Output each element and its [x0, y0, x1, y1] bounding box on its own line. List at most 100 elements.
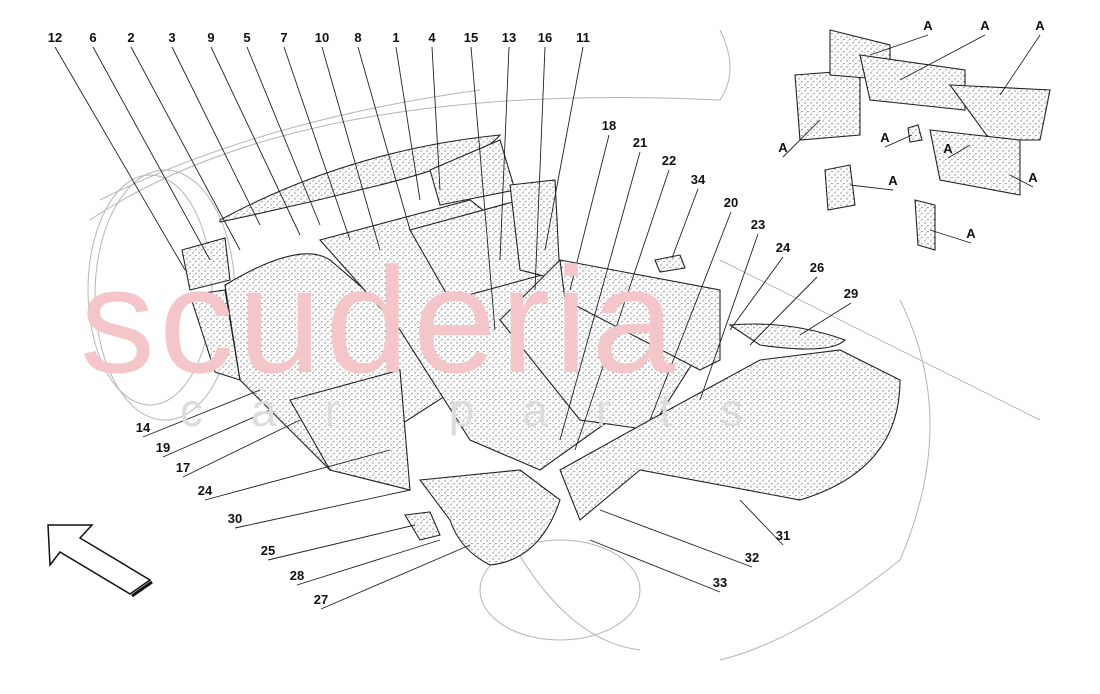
part-callout: 33 [713, 575, 727, 590]
part-leader-line [321, 46, 381, 251]
part-leader-line [210, 46, 301, 236]
part-callout: 21 [633, 135, 647, 150]
part-callout: 13 [502, 30, 516, 45]
part-callout: 29 [844, 286, 858, 301]
detail-a-callout: A [923, 18, 933, 33]
part-29 [728, 323, 847, 350]
part-callout: 8 [354, 30, 361, 45]
car-body-outline [87, 29, 1041, 661]
part-small-pad [404, 511, 441, 541]
part-34 [654, 254, 686, 273]
detail-a-callout: A [1028, 170, 1038, 185]
part-callout: 24 [776, 240, 791, 255]
part-callout: 22 [662, 153, 676, 168]
detail-a-leader-line [899, 34, 986, 81]
part-callout: 23 [751, 217, 765, 232]
part-leader-line [671, 188, 699, 259]
part-leader-line [182, 419, 301, 478]
part-leader-line [729, 256, 784, 331]
detail-a-callout: A [778, 140, 788, 155]
leader-lines [54, 34, 1041, 610]
part-callout: 20 [724, 195, 738, 210]
part-leader-line [749, 276, 818, 346]
part-callout: 14 [136, 420, 151, 435]
detail-a-leader-line [849, 184, 894, 191]
part-leader-line [574, 169, 670, 451]
part-front-center [418, 469, 561, 566]
part-callout: 31 [776, 528, 790, 543]
part-leader-line [649, 211, 732, 421]
part-callout: 2 [127, 30, 134, 45]
part-leader-line [92, 46, 211, 261]
part-callout: 9 [207, 30, 214, 45]
part-callout: 34 [691, 172, 706, 187]
part-callout: 6 [89, 30, 96, 45]
part-callout: 16 [538, 30, 552, 45]
detail-a-leader-line [884, 134, 913, 148]
detail-a-leader-line [782, 119, 821, 158]
detail-a-callout: A [943, 141, 953, 156]
detail-a-leader-line [999, 34, 1041, 96]
part-leader-line [162, 409, 271, 458]
part-leader-line [499, 46, 510, 261]
part-leader-line [559, 151, 641, 441]
part-callout: 30 [228, 511, 242, 526]
part-leader-line [544, 46, 584, 251]
part-callout: 32 [745, 550, 759, 565]
detail-a-callout: A [880, 130, 890, 145]
part-leader-line [246, 46, 321, 226]
part-leader-line [320, 544, 471, 610]
part-callout: 18 [602, 118, 616, 133]
part-callout: 25 [261, 543, 275, 558]
part-leader-line [534, 46, 546, 291]
part-callout: 10 [315, 30, 329, 45]
part-leader-line [54, 46, 186, 271]
part-leader-line [142, 389, 261, 438]
floor-insulation-parts [181, 134, 901, 566]
part-leader-line [395, 46, 421, 201]
part-callout: 24 [198, 483, 213, 498]
part-callout: 27 [314, 592, 328, 607]
detail-a-leader-line [929, 229, 972, 244]
part-callout: 28 [290, 568, 304, 583]
part-leader-line [130, 46, 241, 251]
part-callout: 26 [810, 260, 824, 275]
part-leader-line [699, 233, 759, 401]
part-leader-line [569, 134, 610, 291]
part-leader-line [267, 524, 416, 561]
part-callout: 12 [48, 30, 62, 45]
part-callout: 15 [464, 30, 478, 45]
part-leader-line [470, 46, 496, 331]
part-leader-line [589, 539, 721, 593]
detail-a-callout: A [966, 226, 976, 241]
detail-a-callout: A [888, 173, 898, 188]
part-leader-line [296, 539, 441, 586]
part-leader-line [799, 302, 852, 336]
arrow-up-left-icon [47, 524, 153, 598]
part-callout: 1 [392, 30, 399, 45]
part-leader-line [171, 46, 261, 226]
part-leader-line [234, 489, 411, 529]
part-leader-line [357, 46, 411, 231]
detail-a-callout: A [1035, 18, 1045, 33]
detail-a-leader-line [947, 144, 971, 159]
detail-a-parts [794, 29, 1051, 251]
detail-a-leader-line [1009, 174, 1034, 188]
part-callout: 3 [168, 30, 175, 45]
part-callout: 7 [280, 30, 287, 45]
part-callout: 4 [428, 30, 436, 45]
part-leader-line [283, 46, 351, 241]
part-leader-line [599, 509, 753, 568]
part-callout: 19 [156, 440, 170, 455]
detail-a-callout: A [980, 18, 990, 33]
detail-a-leader-line [869, 34, 929, 56]
part-callout: 11 [576, 30, 590, 45]
part-leader-line [739, 499, 784, 546]
part-left-bulkhead [181, 237, 231, 291]
part-leader-line [204, 449, 391, 501]
part-callout: 5 [243, 30, 250, 45]
part-leader-line [431, 46, 441, 191]
part-callout: 17 [176, 460, 190, 475]
